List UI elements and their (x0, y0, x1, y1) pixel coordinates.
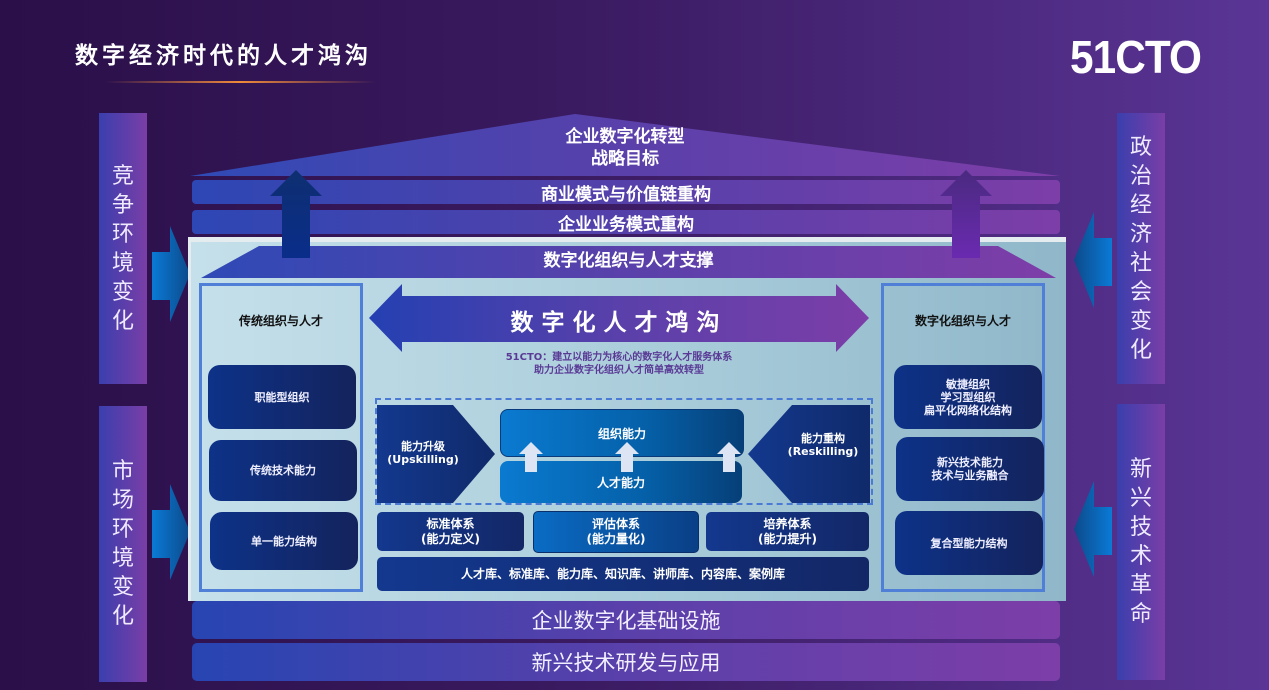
traditional-column (199, 283, 363, 592)
factor-competition: 竞 争 环 境 变 化 (99, 113, 147, 384)
roof-shape (190, 114, 1060, 176)
support-trapezoid (201, 246, 1056, 278)
system-name: 评估体系 (591, 517, 640, 531)
digital-card: 复合型能力结构 (895, 511, 1043, 575)
factor-char: 社 (1129, 250, 1152, 276)
factor-char: 革 (1129, 573, 1152, 598)
factor-char: 境 (111, 250, 134, 276)
factor-char: 术 (1129, 544, 1152, 569)
system-desc: (能力量化) (586, 532, 646, 546)
reskilling-label: 能力重构 (Reskilling) (778, 432, 868, 458)
card-line: 技术与业务融合 (931, 469, 1009, 482)
upskilling-en: (Upskilling) (387, 453, 459, 466)
page-title: 数字经济时代的人才鸿沟 (75, 43, 372, 69)
double-arrow-icon (369, 284, 869, 352)
factor-char: 境 (111, 546, 134, 571)
org-capability: 组织能力 (500, 409, 744, 457)
roof-line2: 战略目标 (591, 149, 659, 169)
arrow-up-icon (519, 442, 543, 472)
libraries-bar: 人才库、标准库、能力库、知识库、讲师库、内容库、案例库 (377, 557, 869, 591)
digital-title: 数字化组织与人才 (914, 314, 1011, 328)
system-standard: 标准体系(能力定义) (377, 512, 524, 551)
factor-market: 市 场 环 境 变 化 (99, 406, 147, 682)
capability-region (375, 398, 873, 505)
factor-char: 兴 (1129, 486, 1152, 511)
gap-title: 数字化人才鸿沟 (510, 310, 728, 336)
arrow-right-icon (152, 226, 190, 322)
arrow-left-icon (1074, 212, 1112, 308)
traditional-title: 传统组织与人才 (238, 314, 323, 328)
system-training: 培养体系(能力提升) (706, 512, 869, 551)
factor-char: 新 (1129, 457, 1152, 482)
upskilling-cn: 能力升级 (401, 440, 445, 453)
factor-char: 争 (111, 192, 134, 218)
subtitle-line1: 51CTO：建立以能力为核心的数字化人才服务体系 (505, 352, 733, 363)
talent-capability: 人才能力 (500, 461, 742, 503)
arrow-up-icon (940, 170, 992, 258)
reskilling-shape (748, 405, 870, 503)
band-rnd: 新兴技术研发与应用 (192, 643, 1060, 681)
factor-char: 化 (111, 308, 134, 334)
arrow-up-icon (717, 442, 741, 472)
system-name: 标准体系 (426, 516, 475, 531)
factor-char: 变 (1129, 308, 1152, 334)
factor-tech-revolution: 新 兴 技 术 革 命 (1117, 404, 1165, 680)
system-desc: (能力定义) (421, 531, 480, 546)
title-underline (105, 81, 375, 83)
factor-politics-economy: 政 治 经 济 社 会 变 化 (1117, 113, 1165, 384)
upskilling-label: 能力升级 (Upskilling) (380, 440, 466, 466)
factor-char: 环 (111, 517, 134, 542)
subtitle-line2: 助力企业数字化组织人才简单高效转型 (534, 365, 704, 376)
factor-char: 变 (111, 575, 134, 600)
card-line: 新兴技术能力 (937, 456, 1003, 469)
band-infrastructure: 企业数字化基础设施 (192, 601, 1060, 639)
factor-char: 会 (1129, 279, 1152, 305)
factor-char: 场 (111, 488, 134, 513)
arrow-up-icon (615, 442, 639, 472)
factor-char: 变 (111, 279, 134, 305)
system-assessment: 评估体系(能力量化) (533, 511, 699, 553)
traditional-card: 传统技术能力 (209, 440, 357, 501)
factor-char: 治 (1129, 163, 1152, 189)
factor-char: 化 (1129, 337, 1152, 363)
strategic-goal: 企业数字化转型 战略目标 (190, 126, 1060, 170)
roof-line1: 企业数字化转型 (565, 127, 685, 147)
traditional-card: 单一能力结构 (210, 512, 358, 570)
digital-card: 新兴技术能力 技术与业务融合 (896, 437, 1044, 501)
system-desc: (能力提升) (758, 531, 817, 546)
factor-char: 市 (111, 459, 134, 484)
band-support: 数字化组织与人才支撑 (543, 251, 714, 271)
factor-char: 政 (1129, 134, 1152, 160)
factor-char: 经 (1129, 192, 1152, 218)
card-line: 学习型组织 (940, 390, 996, 404)
digital-column (881, 283, 1045, 592)
reskilling-en: (Reskilling) (787, 445, 859, 458)
band-business-model: 商业模式与价值链重构 (192, 180, 1060, 205)
card-line: 敏捷组织 (946, 377, 990, 391)
factor-char: 济 (1129, 221, 1152, 247)
factor-char: 命 (1129, 602, 1152, 627)
arrow-up-icon (270, 170, 322, 258)
traditional-card: 职能型组织 (208, 365, 356, 429)
upskilling-shape (377, 405, 495, 503)
system-name: 培养体系 (763, 516, 812, 531)
factor-char: 化 (111, 604, 134, 629)
factor-char: 竞 (111, 163, 134, 189)
factor-char: 环 (111, 221, 134, 247)
arrow-right-icon (152, 484, 190, 580)
card-line: 扁平化网络化结构 (924, 403, 1012, 417)
reskilling-cn: 能力重构 (801, 432, 845, 445)
factor-char: 技 (1129, 515, 1152, 540)
arrow-left-icon (1074, 481, 1112, 577)
brand-logo: 51CTO (1070, 31, 1202, 83)
gap-subtitle: 51CTO：建立以能力为核心的数字化人才服务体系 助力企业数字化组织人才简单高效… (365, 351, 873, 377)
band-enterprise-model: 企业业务模式重构 (192, 210, 1060, 235)
digital-card: 敏捷组织 学习型组织 扁平化网络化结构 (894, 365, 1042, 429)
